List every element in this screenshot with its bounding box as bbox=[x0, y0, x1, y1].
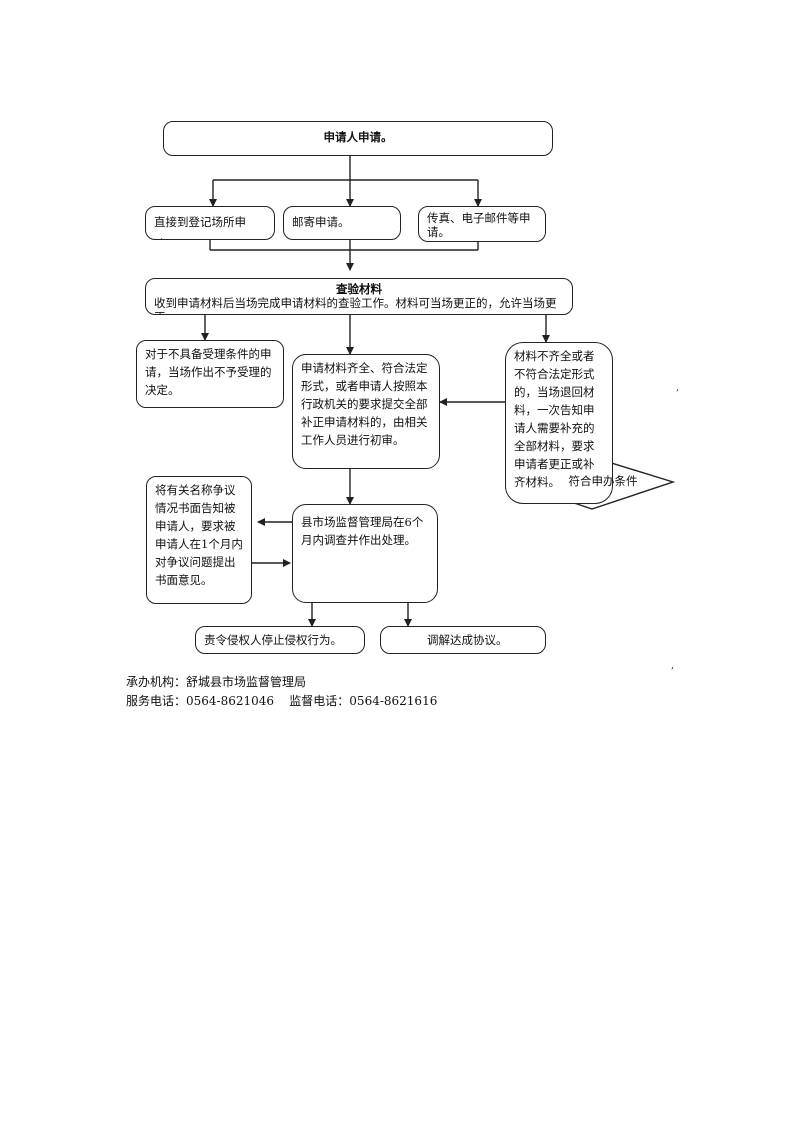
fax-apply-box: 传真、电子邮件等申请。 bbox=[418, 206, 546, 242]
check-materials-box: 查验材料 收到申请材料后当场完成申请材料的查验工作。材料可当场更正的，允许当场更… bbox=[145, 278, 573, 315]
bureau-box: 县市场监督管理局在6个月内调查并作出处理。 bbox=[292, 504, 438, 603]
check-materials-title: 查验材料 bbox=[336, 282, 382, 296]
mediation-text: 调解达成协议。 bbox=[427, 633, 508, 647]
complete-materials-text: 申请材料齐全、符合法定形式，或者申请人按照本行政机关的要求提交全部补正申请材料的… bbox=[301, 361, 428, 447]
fax-apply-text: 传真、电子邮件等申请。 bbox=[427, 211, 531, 239]
apply-box: 申请人申请。 bbox=[163, 121, 553, 156]
handling-org: 承办机构：舒城县市场监督管理局 bbox=[126, 675, 307, 689]
direct-apply-text: 直接到登记场所申请。 bbox=[154, 215, 246, 239]
notify-text: 将有关名称争议情况书面告知被申请人，要求被申请人在1个月内对争议问题提出书面意见… bbox=[155, 483, 243, 587]
mail-apply-text: 邮寄申请。 bbox=[292, 215, 350, 229]
direct-apply-box: 直接到登记场所申请。 bbox=[145, 206, 275, 240]
mail-apply-box: 邮寄申请。 bbox=[283, 206, 401, 240]
check-materials-text: 收到申请材料后当场完成申请材料的查验工作。材料可当场更正的，允许当场更正。 bbox=[154, 296, 557, 314]
order-stop-text: 责令侵权人停止侵权行为。 bbox=[204, 633, 342, 647]
stray-mark: , bbox=[676, 382, 680, 393]
stray-mark: , bbox=[671, 660, 675, 671]
condition-label: 符合申办条件 bbox=[568, 474, 638, 488]
reject-box: 对于不具备受理条件的申请，当场作出不予受理的决定。 bbox=[136, 340, 284, 408]
mediation-box: 调解达成协议。 bbox=[380, 626, 546, 654]
bureau-text: 县市场监督管理局在6个月内调查并作出处理。 bbox=[301, 515, 424, 547]
notify-box: 将有关名称争议情况书面告知被申请人，要求被申请人在1个月内对争议问题提出书面意见… bbox=[146, 476, 252, 604]
incomplete-materials-text: 材料不齐全或者不符合法定形式的，当场退回材料，一次告知申请人需要补充的全部材料，… bbox=[514, 349, 595, 489]
apply-text: 申请人申请。 bbox=[323, 130, 393, 144]
reject-text: 对于不具备受理条件的申请，当场作出不予受理的决定。 bbox=[145, 347, 272, 397]
contact-phones: 服务电话：0564-8621046 监督电话：0564-8621616 bbox=[126, 694, 438, 708]
order-stop-box: 责令侵权人停止侵权行为。 bbox=[195, 626, 365, 654]
incomplete-materials-box: 材料不齐全或者不符合法定形式的，当场退回材料，一次告知申请人需要补充的全部材料，… bbox=[505, 342, 613, 504]
complete-materials-box: 申请材料齐全、符合法定形式，或者申请人按照本行政机关的要求提交全部补正申请材料的… bbox=[292, 354, 440, 469]
